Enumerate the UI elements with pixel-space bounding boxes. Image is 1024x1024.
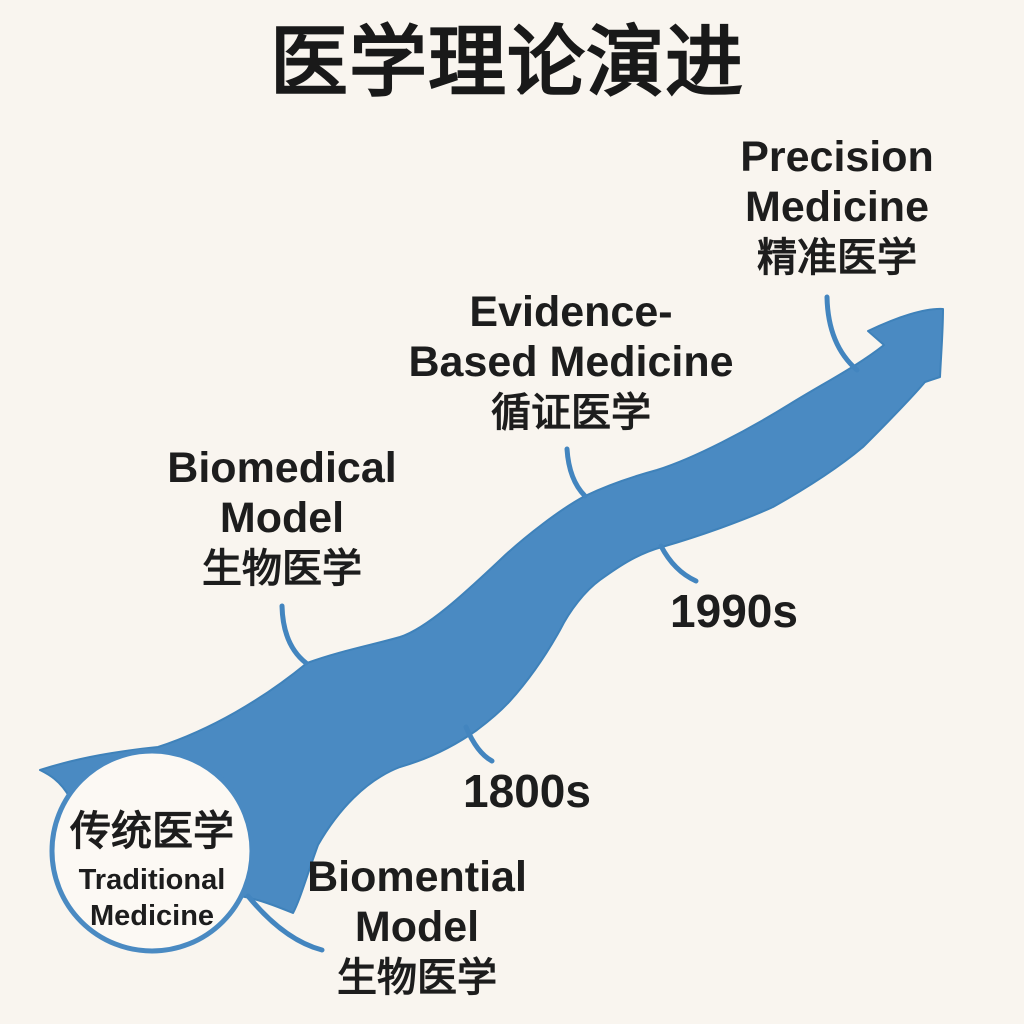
connector-1990s-curve: [658, 543, 699, 584]
label-biomedical-model: Biomedical Model 生物医学: [167, 443, 396, 595]
connector-biomential-curve: [245, 893, 325, 953]
label-origin-zh: 传统医学: [70, 808, 234, 854]
origin-circle: [49, 748, 255, 954]
label-evidence-based-medicine: Evidence- Based Medicine 循证医学: [409, 287, 734, 439]
label-precision-en-line2: Medicine: [745, 183, 929, 231]
label-biomential-model: Biomential Model 生物医学: [307, 852, 527, 1004]
label-evidence-en-line1: Evidence-: [469, 288, 673, 336]
label-origin-en-line1: Traditional: [78, 864, 226, 896]
label-traditional-medicine: 传统医学 Traditional Medicine: [70, 806, 234, 934]
label-year-1800s: 1800s: [463, 765, 591, 817]
label-evidence-en-line2: Based Medicine: [408, 338, 734, 386]
flow-arrow-ribbon: [39, 307, 944, 914]
label-precision-zh: 精准医学: [757, 236, 917, 280]
label-biomential-en-line1: Biomential: [307, 853, 527, 901]
connector-1800s-curve: [463, 724, 495, 764]
label-biomedical-en-line1: Biomedical: [167, 444, 397, 492]
diagram-title: 医学理论演进: [269, 18, 745, 106]
label-biomedical-zh: 生物医学: [202, 547, 362, 591]
label-biomential-zh: 生物医学: [337, 956, 497, 1000]
label-biomedical-en-line2: Model: [219, 494, 345, 542]
connector-precision-curve: [824, 294, 860, 373]
label-precision-medicine: Precision Medicine 精准医学: [740, 132, 934, 284]
label-origin-en-line2: Medicine: [89, 900, 215, 932]
label-year-1990s: 1990s: [670, 585, 798, 637]
label-precision-en-line1: Precision: [740, 133, 934, 181]
label-evidence-zh: 循证医学: [491, 391, 651, 435]
connector-evidence-curve: [564, 446, 588, 499]
connector-biomedical-curve: [279, 603, 309, 666]
label-biomential-en-line2: Model: [354, 903, 480, 951]
